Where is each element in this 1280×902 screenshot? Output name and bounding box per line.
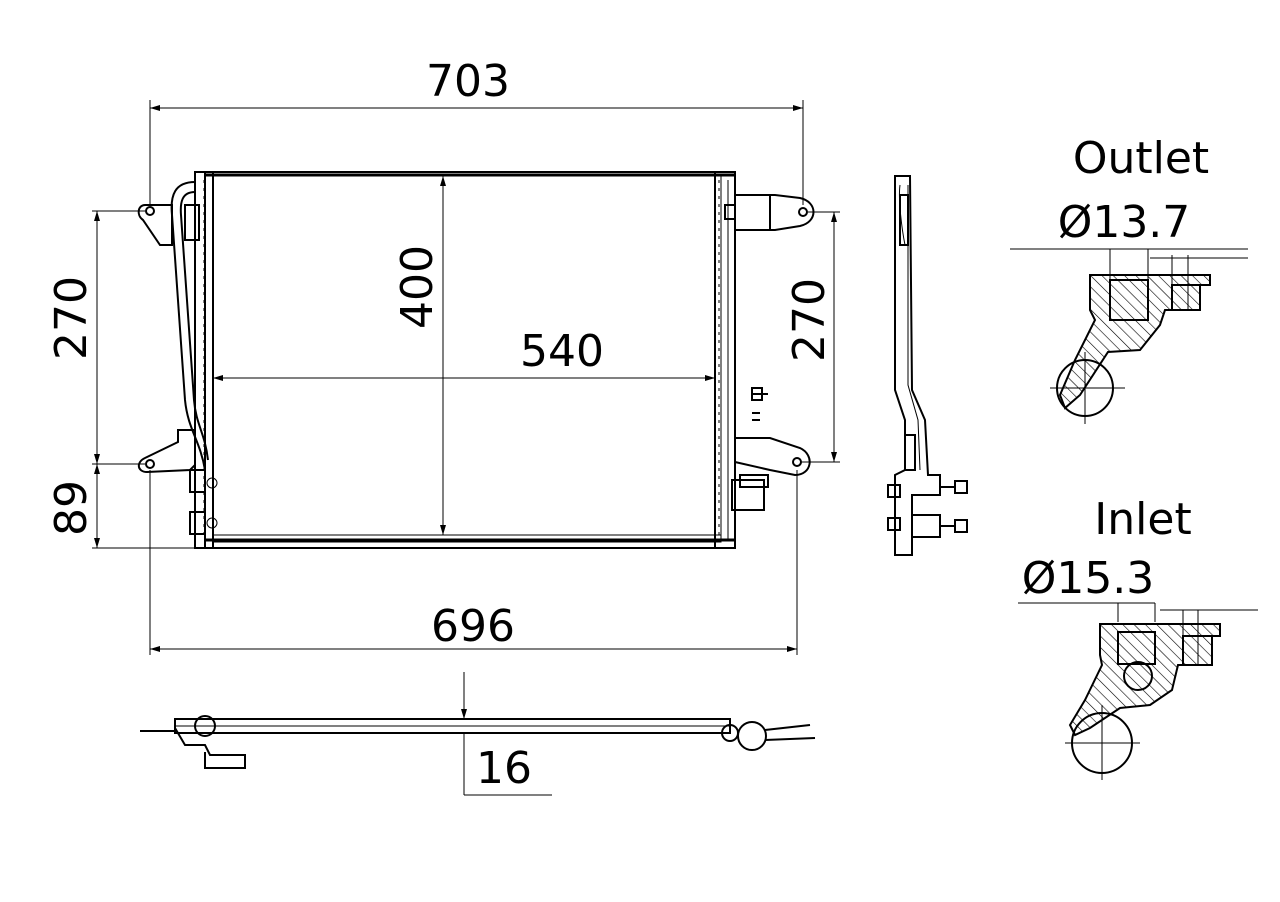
left-header-tank [194, 171, 214, 549]
dimension-lines: 703 400 540 270 89 270 696 [46, 56, 840, 655]
dim-left-mount-spacing: 270 [46, 276, 97, 360]
dim-bottom-offset: 89 [46, 480, 97, 536]
right-lower-bracket [734, 437, 811, 477]
inlet-diameter: Ø15.3 [1022, 553, 1155, 604]
left-pipe [170, 181, 206, 471]
right-upper-bracket [735, 194, 815, 231]
right-header-tank [714, 171, 736, 549]
outlet-detail: Outlet Ø13.7 [1010, 133, 1248, 424]
dim-core-height: 400 [392, 245, 443, 329]
inlet-label: Inlet [1094, 494, 1191, 545]
inlet-detail: Inlet Ø15.3 [1018, 494, 1258, 780]
dim-depth: 16 [476, 743, 532, 794]
dim-right-mount-spacing: 270 [784, 278, 835, 362]
dim-core-width: 540 [520, 326, 604, 377]
left-upper-bracket [137, 204, 173, 246]
top-view: 16 [140, 672, 816, 796]
dim-overall-top-width: 703 [426, 56, 510, 107]
condenser-core [204, 171, 736, 549]
outlet-diameter: Ø13.7 [1058, 197, 1191, 248]
left-lower-bracket [137, 429, 196, 474]
side-view [887, 175, 968, 556]
front-view [137, 171, 815, 549]
outlet-label: Outlet [1073, 133, 1209, 184]
dim-overall-bottom-width: 696 [431, 601, 515, 652]
